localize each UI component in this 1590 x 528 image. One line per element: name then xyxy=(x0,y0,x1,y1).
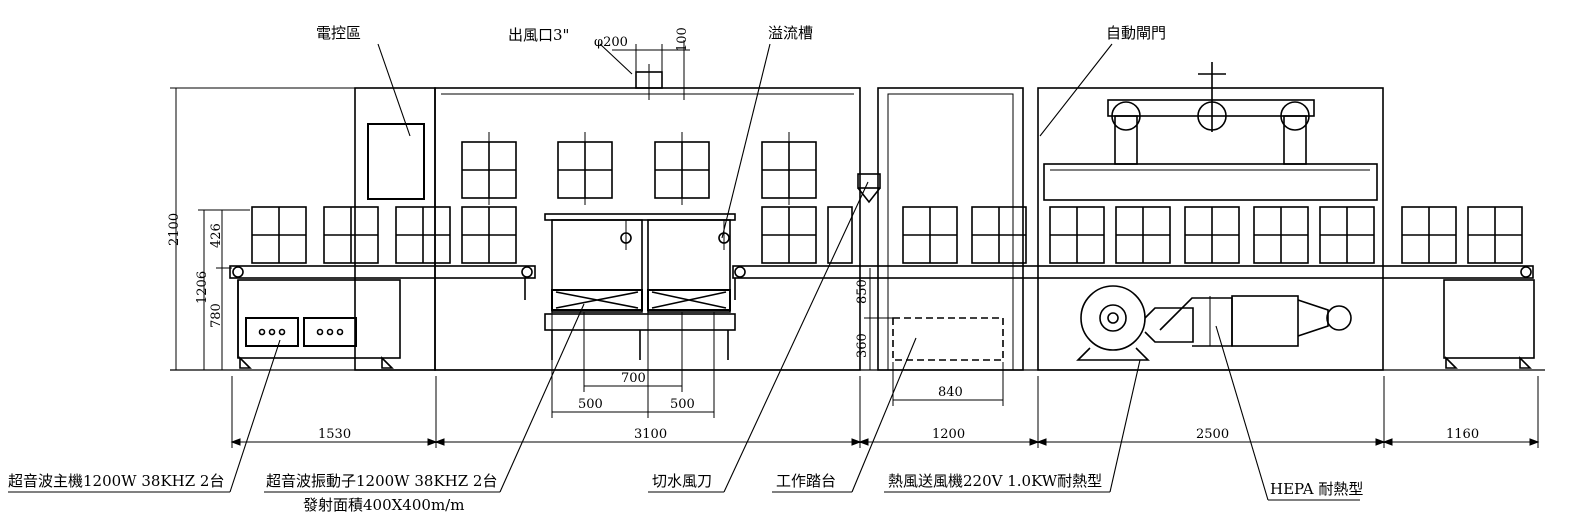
hepa-filter-duct xyxy=(1159,295,1352,347)
ultrasonic-generator-cabinet xyxy=(237,279,401,369)
dim-conveyor-height: 1206 xyxy=(195,271,210,304)
label-emission-area: 發射面積400X400m/m xyxy=(303,496,464,514)
dim-outlet-height: 100 xyxy=(675,27,690,52)
rinse-baskets xyxy=(761,206,853,264)
loading-conveyor xyxy=(229,265,536,279)
oven-baskets xyxy=(1049,206,1375,264)
label-control-area: 電控區 xyxy=(316,24,361,42)
label-overflow-tank: 溢流槽 xyxy=(768,24,813,42)
dim-basket-height: 426 xyxy=(209,223,224,248)
drying-oven xyxy=(1037,87,1384,371)
platform-baskets xyxy=(902,206,1027,264)
upper-baskets xyxy=(461,132,817,205)
dim-section-1: 1530 xyxy=(318,427,351,442)
ultrasonic-tanks xyxy=(544,213,736,360)
dim-base-height: 780 xyxy=(209,303,224,328)
dim-tank-width-right: 500 xyxy=(670,397,695,412)
dim-tank-spacing: 700 xyxy=(621,371,646,386)
hot-air-blower xyxy=(1076,285,1194,361)
label-ultrasonic-generator: 超音波主機1200W 38KHZ 2台 xyxy=(8,472,224,490)
dim-platform-height: 850 xyxy=(855,279,870,304)
unloading-baskets xyxy=(1401,206,1523,264)
label-auto-door: 自動閘門 xyxy=(1106,24,1166,42)
dim-section-4: 2500 xyxy=(1196,427,1229,442)
dim-outlet-diameter: φ200 xyxy=(594,35,628,50)
dim-platform-step: 360 xyxy=(855,333,870,358)
dim-section-5: 1160 xyxy=(1446,427,1479,442)
baskets-loading xyxy=(251,206,517,264)
label-work-platform: 工作踏台 xyxy=(776,472,836,490)
platform-section xyxy=(877,87,1024,371)
air-knife xyxy=(857,173,881,204)
label-air-outlet: 出風口3" xyxy=(508,26,569,44)
dim-section-2: 3100 xyxy=(634,427,667,442)
label-hot-air-blower: 熱風送風機220V 1.0KW耐熱型 xyxy=(888,472,1102,490)
dim-platform-width: 840 xyxy=(938,385,963,400)
main-conveyor xyxy=(524,265,1534,300)
auto-door-mechanism xyxy=(1107,62,1315,165)
dim-section-3: 1200 xyxy=(932,427,965,442)
label-air-knife: 切水風刀 xyxy=(652,472,712,490)
dim-tank-width-left: 500 xyxy=(578,397,603,412)
work-platform xyxy=(892,317,1004,361)
label-hepa: HEPA 耐熱型 xyxy=(1270,480,1363,498)
dim-total-height: 2100 xyxy=(167,213,182,246)
label-ultrasonic-transducer: 超音波振動子1200W 38KHZ 2台 xyxy=(266,472,497,490)
unloading-conveyor-base xyxy=(1443,279,1535,369)
